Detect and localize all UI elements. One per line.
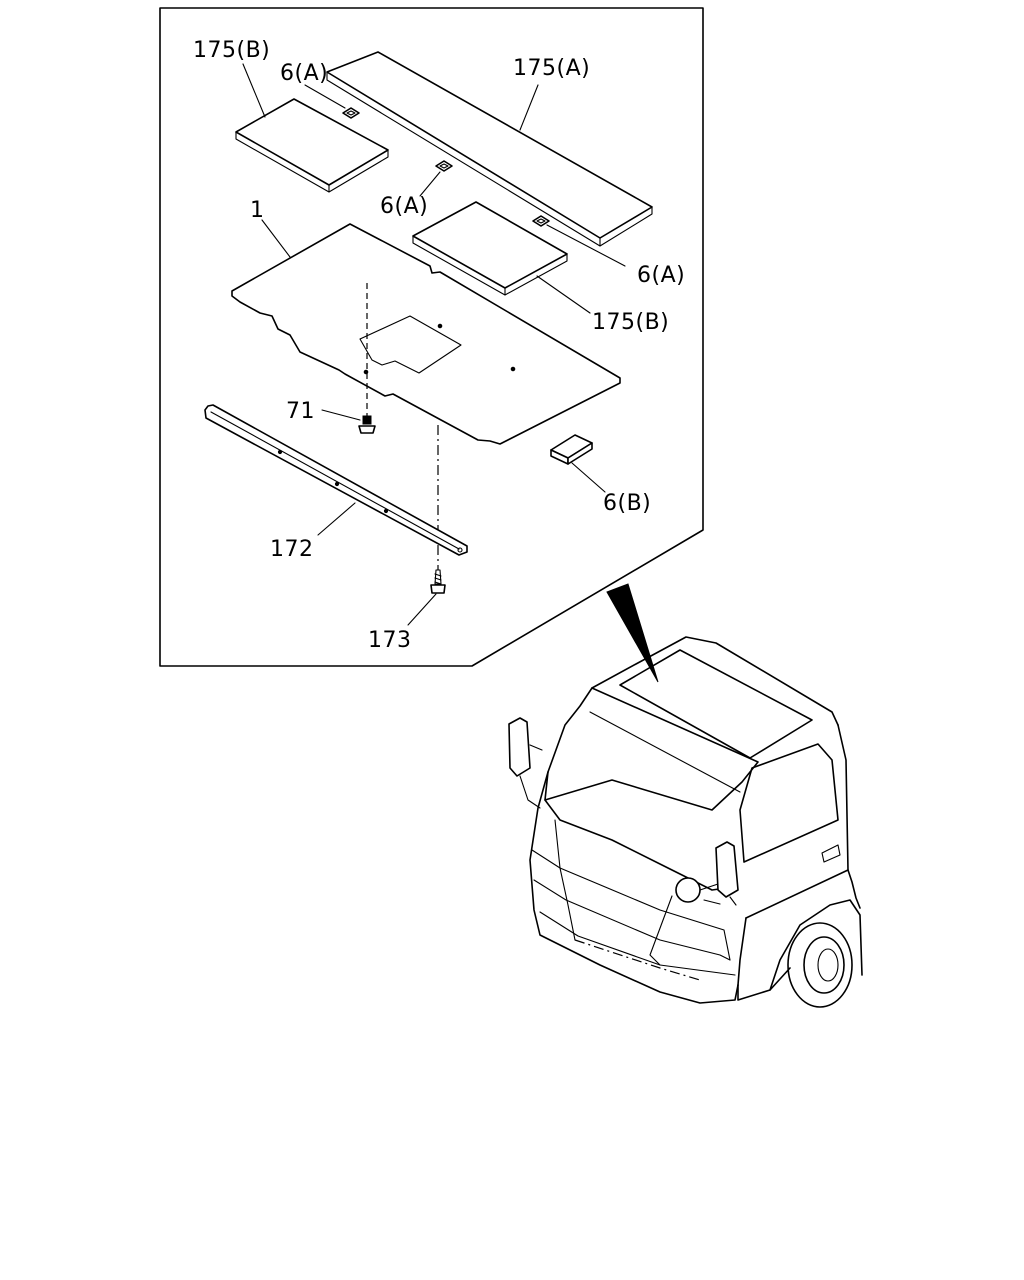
callout-6a-right: 6(A)	[637, 263, 685, 288]
leader-6a-mid	[419, 171, 441, 197]
callout-175b-top: 175(B)	[193, 38, 270, 63]
callout-6a-mid: 6(A)	[380, 194, 428, 219]
detail-frame	[159, 7, 704, 667]
callout-175b-right: 175(B)	[592, 310, 669, 335]
callout-172: 172	[270, 537, 314, 562]
screw-173	[430, 569, 446, 594]
clip-6a-mid	[435, 160, 453, 172]
clip-6a-right	[532, 215, 550, 227]
truck-cab-illustration	[508, 636, 863, 1008]
molding-172	[204, 404, 468, 556]
leader-175b-top	[242, 63, 266, 118]
callout-173: 173	[368, 628, 412, 653]
leader-71	[321, 409, 361, 421]
leader-175a	[519, 84, 539, 131]
leader-173	[407, 593, 437, 626]
callout-71: 71	[286, 399, 315, 424]
leader-175b-right	[536, 275, 591, 314]
insulator-175b-right	[412, 201, 568, 296]
clip-71	[358, 415, 376, 434]
callout-6a-top: 6(A)	[280, 61, 328, 86]
callout-6b: 6(B)	[603, 491, 651, 516]
leader-6a-right	[546, 224, 626, 267]
insulator-175a	[326, 51, 653, 247]
callout-175a: 175(A)	[513, 56, 590, 81]
leader-6a-top	[304, 84, 346, 109]
insulator-175b-left	[235, 98, 389, 193]
leader-172	[317, 502, 356, 536]
roof-lining-panel	[231, 223, 621, 445]
leader-1	[261, 219, 291, 258]
location-pointer-arrow	[606, 583, 659, 683]
callout-1: 1	[250, 198, 265, 223]
block-6b	[550, 434, 593, 465]
clip-6a-top	[342, 107, 360, 119]
leader-6b	[571, 462, 606, 493]
